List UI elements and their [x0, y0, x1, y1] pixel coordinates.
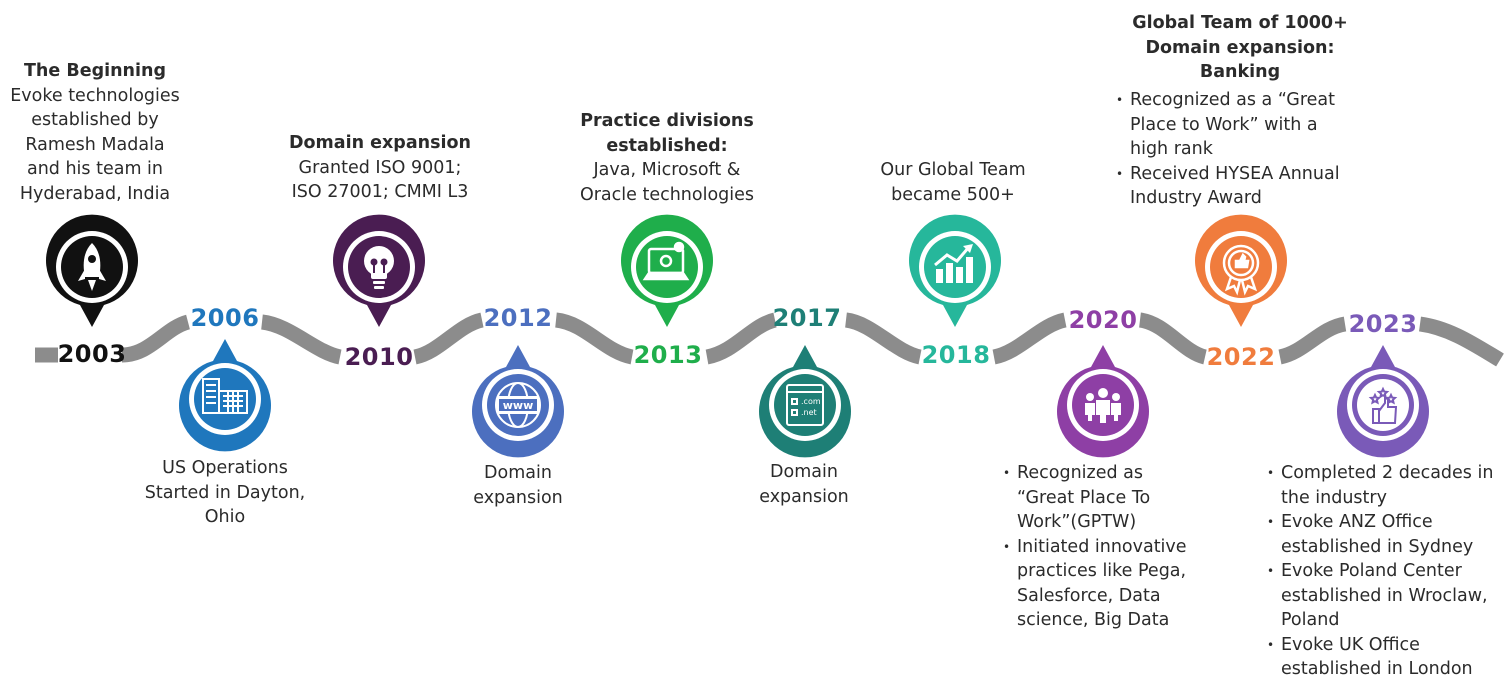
milestone-text-2013: Practice divisions established: Java, Mi…: [557, 109, 777, 207]
milestone-text-2017: Domain expansion: [724, 460, 884, 509]
rocket-icon: [78, 243, 106, 291]
milestone-line: Started in Dayton,: [144, 482, 306, 503]
milestone-pin-2022: [1193, 214, 1289, 329]
bullet-item: Received HYSEA Annual Industry Award: [1116, 162, 1356, 211]
milestone-bullets-2022: Recognized as a “Great Place to Work” wi…: [1116, 88, 1356, 211]
bullet-item: Initiated innovative practices like Pega…: [1003, 535, 1203, 633]
milestone-heading-2022: Global Team of 1000+ Domain expansion: B…: [1115, 11, 1365, 85]
milestone-text-2018: Our Global Team became 500+: [853, 158, 1053, 207]
svg-text:.net: .net: [801, 408, 817, 417]
milestone-line: Domain: [770, 462, 838, 482]
milestone-pin-2010: [331, 214, 427, 329]
bullet-item: Recognized as “Great Place To Work”(GPTW…: [1003, 461, 1203, 535]
milestone-line: established by: [31, 110, 159, 130]
milestone-pin-2017: .com .net: [757, 343, 853, 458]
award-badge-icon: [1222, 244, 1260, 296]
milestone-line: Our Global Team: [880, 160, 1026, 180]
svg-text:www: www: [503, 399, 534, 412]
bullet-item: Evoke UK Office established in London: [1267, 633, 1507, 682]
bullet-item: Completed 2 decades in the industry: [1267, 461, 1507, 510]
year-label-2023: 2023: [1348, 310, 1418, 338]
milestone-pin-2012: www: [470, 343, 566, 458]
milestone-line: and his team in: [26, 159, 164, 179]
milestone-line: expansion: [473, 487, 563, 508]
pin-shape: [1195, 214, 1287, 327]
growth-chart-icon: [934, 244, 973, 283]
milestone-line: Granted ISO 9001;: [298, 157, 462, 178]
year-label-2022: 2022: [1206, 343, 1276, 371]
pin-shape: [1057, 345, 1149, 458]
thumbs-up-stars-icon: [1368, 386, 1398, 424]
milestone-line: Java, Microsoft &: [593, 160, 741, 180]
milestone-heading: Domain expansion: [289, 133, 471, 153]
milestone-line: became 500+: [891, 184, 1015, 205]
pin-shape: .com .net: [759, 345, 851, 458]
team-icon: [1085, 388, 1121, 423]
www-globe-icon: www: [495, 382, 541, 428]
year-label-2012: 2012: [483, 304, 553, 332]
pin-shape: [909, 214, 1001, 327]
milestone-pin-2013: [619, 214, 715, 329]
milestone-heading: Practice divisions: [580, 111, 754, 131]
milestone-line: Ramesh Madala: [25, 134, 165, 155]
milestone-pin-2003: [44, 214, 140, 329]
svg-text:.com: .com: [801, 397, 821, 406]
milestone-line: Evoke technologies: [10, 85, 180, 106]
milestone-heading: Domain expansion:: [1145, 37, 1335, 58]
year-label-2003: 2003: [57, 340, 127, 368]
pin-shape: [45, 214, 138, 327]
pin-shape: [333, 214, 425, 327]
year-label-2017: 2017: [772, 304, 842, 332]
milestone-line: ISO 27001; CMMI L3: [291, 182, 469, 202]
year-label-2006: 2006: [190, 304, 260, 332]
year-label-2013: 2013: [633, 341, 703, 369]
bullet-item: Evoke ANZ Office established in Sydney: [1267, 510, 1507, 559]
year-label-2018: 2018: [921, 341, 991, 369]
pin-shape: [621, 214, 713, 327]
pin-shape: www: [472, 345, 564, 458]
milestone-heading: Banking: [1199, 62, 1281, 82]
year-label-2010: 2010: [344, 343, 414, 371]
laptop-gear-icon: [642, 241, 690, 281]
lightbulb-icon: [364, 246, 394, 289]
milestone-text-2010: Domain expansion Granted ISO 9001; ISO 2…: [270, 131, 490, 205]
milestone-line: Domain: [484, 463, 552, 483]
domain-browser-icon: .com .net: [786, 384, 824, 426]
milestone-text-2006: US Operations Started in Dayton, Ohio: [125, 456, 325, 530]
bullet-item: Evoke Poland Center established in Wrocl…: [1267, 559, 1507, 633]
milestone-heading: established:: [606, 135, 728, 156]
milestone-text-2012: Domain expansion: [438, 461, 598, 510]
milestone-line: expansion: [759, 486, 849, 507]
milestone-heading: Global Team of 1000+: [1132, 13, 1348, 33]
milestone-pin-2023: [1335, 343, 1431, 458]
milestone-bullets-2023: Completed 2 decades in the industry Evok…: [1267, 461, 1507, 682]
office-building-icon: [202, 378, 248, 414]
milestone-line: Ohio: [204, 507, 246, 527]
milestone-pin-2020: [1055, 343, 1151, 458]
milestone-bullets-2020: Recognized as “Great Place To Work”(GPTW…: [1003, 461, 1203, 633]
milestone-line: Oracle technologies: [579, 184, 755, 205]
pin-shape: [1337, 345, 1429, 458]
milestone-pin-2018: [907, 214, 1003, 329]
milestone-pin-2006: [177, 337, 273, 452]
milestone-heading: The Beginning: [24, 61, 166, 81]
milestone-line: US Operations: [162, 458, 288, 478]
milestone-line: Hyderabad, India: [19, 183, 171, 204]
milestone-text-2003: The Beginning Evoke technologies establi…: [0, 59, 195, 206]
pin-shape: [179, 339, 271, 452]
year-label-2020: 2020: [1068, 306, 1138, 334]
bullet-item: Recognized as a “Great Place to Work” wi…: [1116, 88, 1356, 162]
